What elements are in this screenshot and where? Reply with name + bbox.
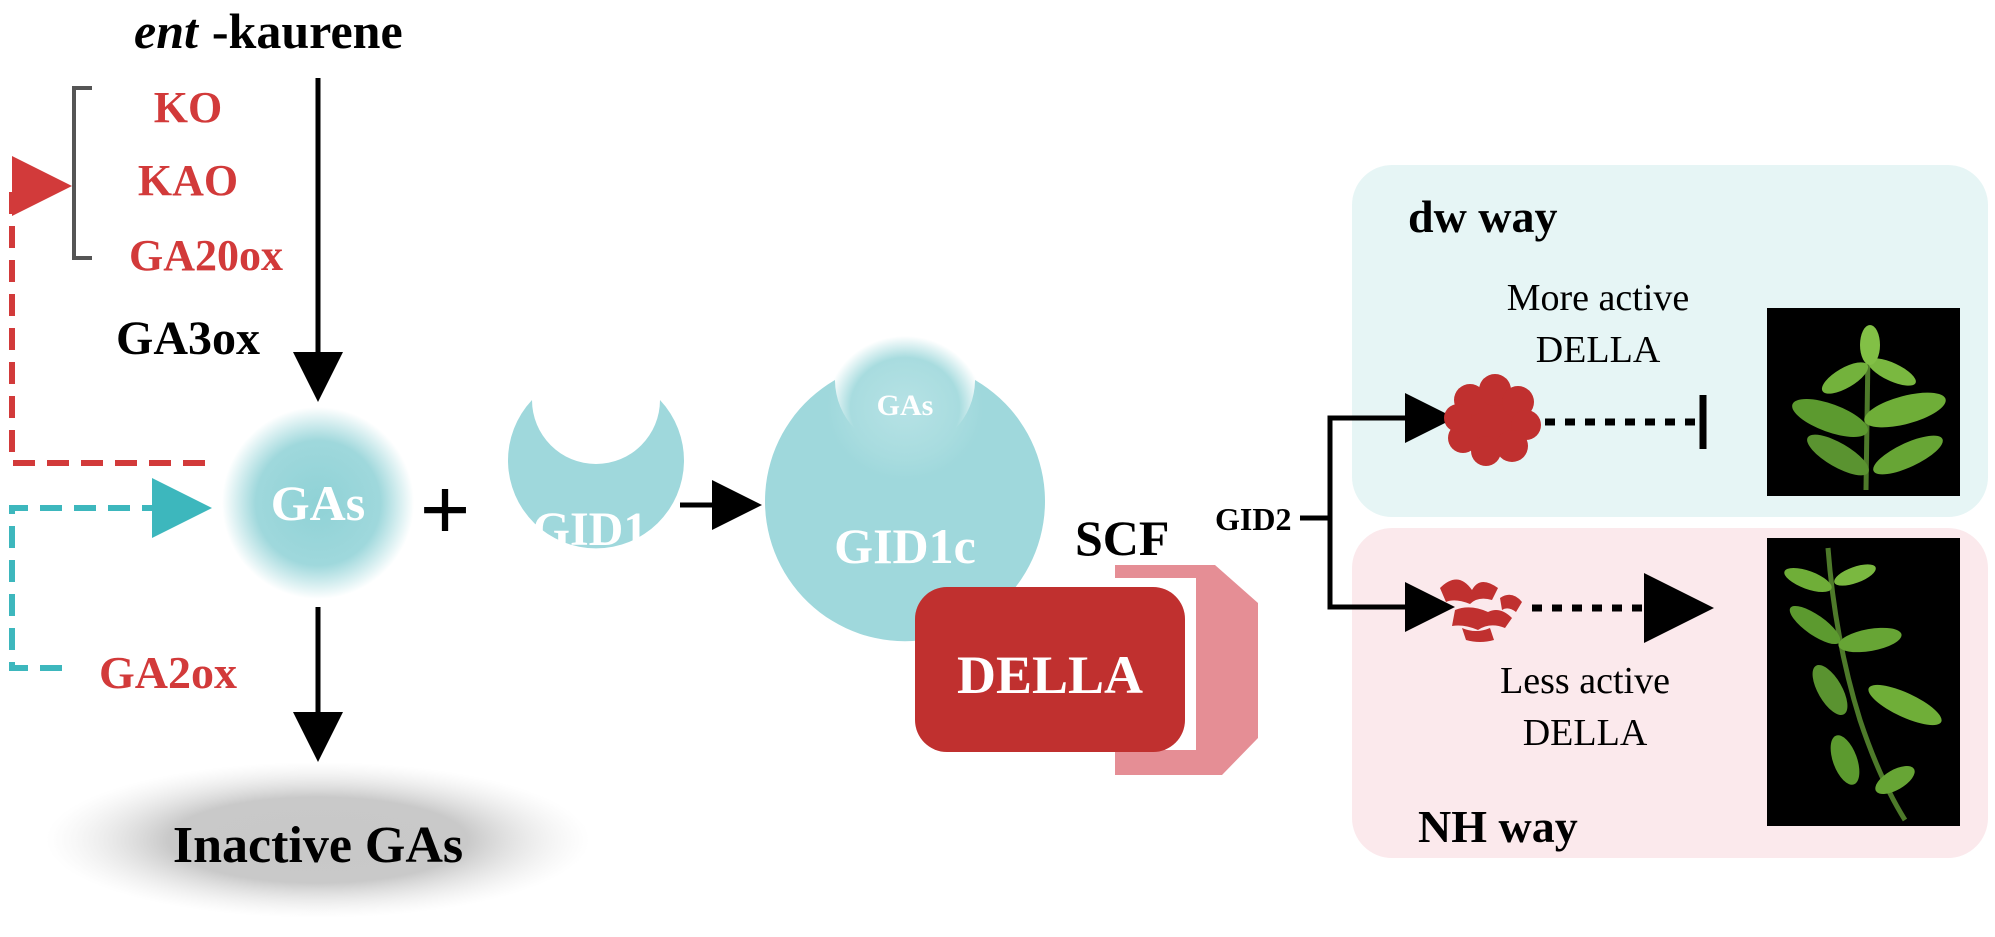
dwarf-plant-photo — [1767, 308, 1960, 496]
gid1-label: GID1 — [533, 503, 648, 556]
kaurene-suffix: -kaurene — [212, 3, 403, 59]
more-active-line1: More active — [1507, 277, 1690, 319]
branch-lower — [1327, 518, 1455, 632]
bound-gas-glow — [827, 336, 983, 480]
nh-way-label: NH way — [1418, 801, 1578, 852]
inactive-gas-label: Inactive GAs — [173, 817, 463, 874]
gid1-receptor — [507, 400, 684, 549]
ent-kaurene-label: ent-kaurene — [134, 3, 403, 59]
della-label: DELLA — [957, 645, 1143, 705]
bound-gas-label: GAs — [877, 389, 934, 422]
ga20ox-label: GA20ox — [129, 231, 283, 280]
della-protein — [915, 587, 1185, 752]
red-feedback-loop — [9, 156, 205, 466]
gas-label: GAs — [271, 475, 365, 531]
enzyme-bracket — [72, 86, 92, 260]
more-active-line2: DELLA — [1536, 329, 1661, 371]
scf-label: SCF — [1075, 510, 1169, 566]
ent-prefix: ent — [134, 3, 200, 59]
less-active-line1: Less active — [1500, 660, 1670, 702]
tall-plant-photo — [1767, 538, 1960, 826]
gid1c-label: GID1c — [834, 518, 976, 574]
teal-feedback-loop — [9, 478, 212, 671]
inactive-gas-ellipse — [46, 762, 590, 918]
ga2ox-label: GA2ox — [99, 647, 237, 698]
active-della-blob — [1444, 374, 1541, 466]
gas-circle — [222, 407, 414, 599]
less-active-line2: DELLA — [1523, 712, 1648, 754]
plus-sign: + — [419, 461, 470, 560]
ga3ox-label: GA3ox — [116, 312, 260, 365]
gid2-label: GID2 — [1215, 501, 1291, 537]
gid1c-complex — [765, 380, 1045, 642]
kao-label: KAO — [138, 156, 238, 205]
dw-way-label: dw way — [1408, 191, 1558, 242]
ko-label: KO — [154, 83, 222, 132]
inactive-della-fragments — [1440, 579, 1522, 642]
